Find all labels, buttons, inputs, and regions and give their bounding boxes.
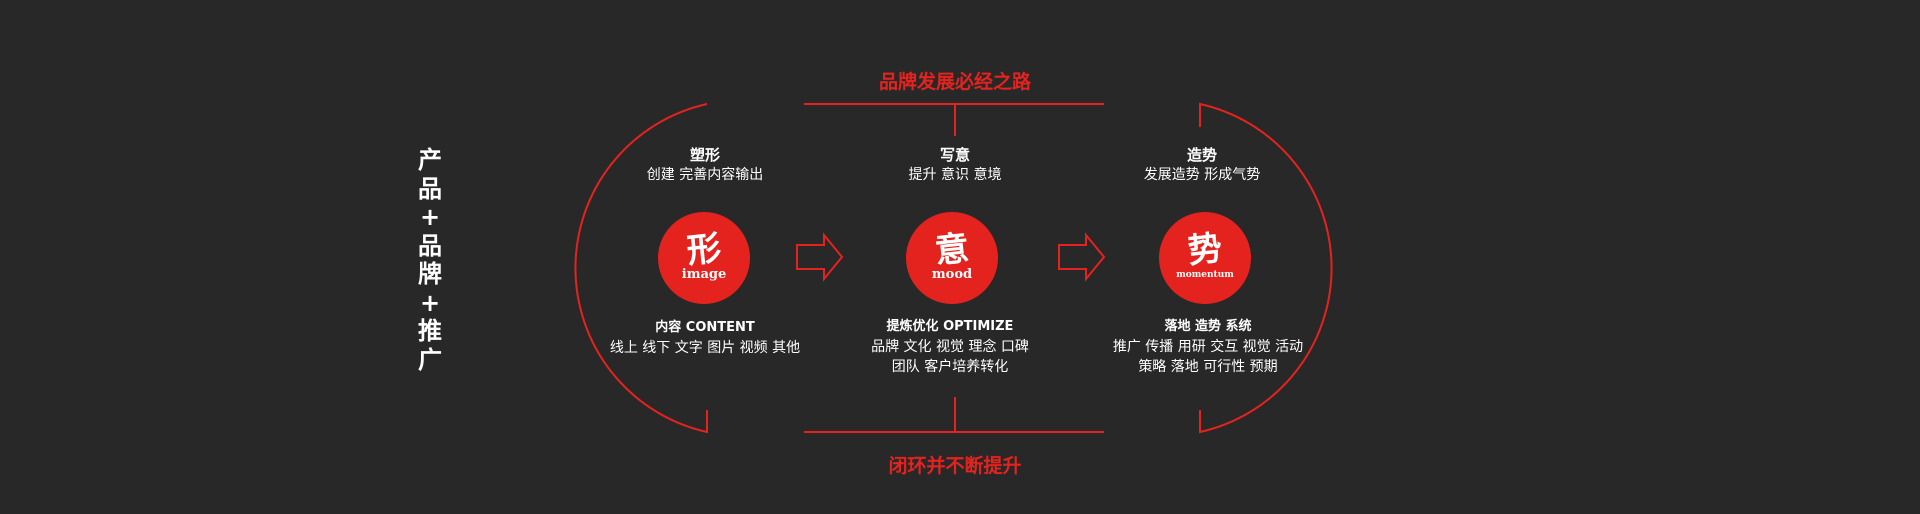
stage-title: 造势 — [1186, 146, 1217, 164]
stage-subtitle: 发展造势 形成气势 — [1143, 167, 1261, 183]
stage-badge-momentum: 势 momentum — [1159, 212, 1251, 304]
stage-english: image — [681, 267, 727, 282]
stage-detail-system: 落地 造势 系统 推广 传播 用研 交互 视觉 活动 策略 落地 可行性 预期 — [1058, 317, 1358, 377]
right-loop-arc — [1199, 102, 1333, 434]
right-arrow-icon — [1058, 232, 1106, 282]
bottom-title: 闭环并不断提升 — [888, 455, 1022, 477]
stage-detail-optimize: 提炼优化 OPTIMIZE 品牌 文化 视觉 理念 口碑 团队 客户培养转化 — [800, 317, 1100, 377]
stage-badge-mood: 意 mood — [906, 212, 998, 304]
detail-line: 推广 传播 用研 交互 视觉 活动 — [1112, 339, 1304, 355]
top-title: 品牌发展必经之路 — [878, 71, 1031, 93]
detail-line: 策略 落地 可行性 预期 — [1138, 359, 1278, 375]
stage-subtitle: 提升 意识 意境 — [908, 167, 1002, 183]
calligraphy-glyph: 意 — [933, 228, 971, 272]
stage-subtitle: 创建 完善内容输出 — [646, 167, 764, 183]
vertical-title-char: + — [419, 288, 441, 317]
left-loop-arc — [574, 103, 708, 434]
right-arrow-icon — [796, 232, 844, 282]
stage-title: 塑形 — [689, 146, 720, 164]
stage-header-shape: 塑形 创建 完善内容输出 — [575, 145, 835, 185]
vertical-title-char: + — [419, 203, 441, 231]
vertical-title-char: 推 — [418, 317, 442, 345]
detail-title: 落地 造势 系统 — [1164, 319, 1252, 334]
vertical-title-char: 产 — [418, 146, 442, 174]
detail-title: 内容 CONTENT — [655, 320, 755, 335]
stage-english: momentum — [1176, 270, 1234, 280]
calligraphy-glyph: 势 — [1186, 228, 1224, 272]
vertical-title-char: 牌 — [418, 260, 442, 288]
stage-header-mood: 写意 提升 意识 意境 — [825, 145, 1085, 185]
vertical-title: 产 品 + 品 牌 + 推 广 — [410, 146, 450, 374]
vertical-title-char: 品 — [418, 231, 442, 260]
stage-header-momentum: 造势 发展造势 形成气势 — [1072, 145, 1332, 185]
detail-title: 提炼优化 OPTIMIZE — [886, 319, 1014, 334]
detail-line: 线上 线下 文字 图片 视频 其他 — [609, 340, 801, 356]
calligraphy-glyph: 形 — [685, 228, 723, 272]
stage-detail-content: 内容 CONTENT 线上 线下 文字 图片 视频 其他 — [555, 318, 855, 358]
detail-line: 品牌 文化 视觉 理念 口碑 — [871, 339, 1029, 355]
stage-title: 写意 — [939, 146, 970, 164]
detail-line: 团队 客户培养转化 — [891, 359, 1009, 375]
stage-badge-image: 形 image — [658, 212, 750, 304]
vertical-title-char: 广 — [418, 345, 442, 374]
vertical-title-char: 品 — [418, 174, 442, 203]
stage-english: mood — [931, 267, 973, 282]
